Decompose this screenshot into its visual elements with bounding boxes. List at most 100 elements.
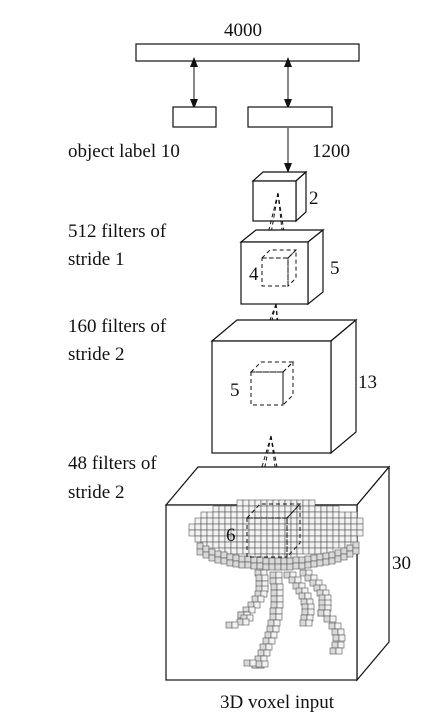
voxel xyxy=(304,555,312,563)
voxel xyxy=(272,541,280,549)
voxel xyxy=(200,529,208,537)
voxel xyxy=(260,499,268,507)
voxel xyxy=(253,601,261,609)
voxel xyxy=(266,517,274,525)
voxel xyxy=(275,613,283,621)
voxel xyxy=(254,541,262,549)
voxel xyxy=(284,523,292,531)
voxel xyxy=(320,511,328,519)
voxel xyxy=(286,563,294,571)
voxel xyxy=(225,621,233,629)
voxel xyxy=(326,535,334,543)
voxel xyxy=(275,571,283,579)
voxel xyxy=(236,511,244,519)
voxel xyxy=(314,523,322,531)
voxel xyxy=(256,562,264,570)
voxel xyxy=(308,505,316,513)
voxel xyxy=(350,535,358,543)
voxel xyxy=(265,643,273,651)
voxel xyxy=(268,557,276,565)
voxel xyxy=(320,517,328,525)
voxel xyxy=(238,561,246,569)
voxel xyxy=(332,505,340,513)
voxel xyxy=(260,541,268,549)
voxel xyxy=(255,660,263,668)
voxel xyxy=(260,547,268,555)
voxel xyxy=(218,517,226,525)
voxel xyxy=(257,649,265,657)
voxel xyxy=(254,535,262,543)
voxel xyxy=(272,499,280,507)
voxel xyxy=(314,535,322,543)
voxel xyxy=(284,535,292,543)
voxel xyxy=(262,563,270,571)
voxel xyxy=(314,517,322,525)
voxel xyxy=(278,535,286,543)
voxel xyxy=(254,499,262,507)
voxel xyxy=(350,529,358,537)
voxel xyxy=(206,517,214,525)
voxel xyxy=(212,541,220,549)
voxel xyxy=(260,517,268,525)
voxel xyxy=(302,505,310,513)
voxel xyxy=(302,511,310,519)
voxel xyxy=(326,511,334,519)
voxel xyxy=(284,517,292,525)
voxel xyxy=(307,608,315,616)
voxel xyxy=(269,607,277,615)
voxel xyxy=(264,631,272,639)
voxel xyxy=(308,547,316,555)
voxel xyxy=(250,562,258,570)
voxel xyxy=(248,529,256,537)
voxel xyxy=(344,535,352,543)
voxel xyxy=(308,541,316,549)
voxel xyxy=(248,499,256,507)
voxel xyxy=(266,625,274,633)
voxel xyxy=(334,549,342,557)
voxel xyxy=(196,548,204,556)
voxel xyxy=(317,609,325,617)
voxel xyxy=(212,523,220,531)
voxel xyxy=(302,517,310,525)
voxel xyxy=(236,523,244,531)
voxel xyxy=(329,647,337,655)
voxel xyxy=(224,517,232,525)
voxel xyxy=(266,511,274,519)
voxel xyxy=(332,511,340,519)
voxel xyxy=(344,517,352,525)
voxel xyxy=(218,505,226,513)
voxel xyxy=(302,499,310,507)
voxel xyxy=(254,547,262,555)
voxel xyxy=(257,595,265,603)
voxel xyxy=(308,517,316,525)
layer2-kernel-label: 5 xyxy=(230,380,240,401)
voxel xyxy=(276,583,284,591)
voxel xyxy=(266,505,274,513)
voxel xyxy=(290,529,298,537)
voxel xyxy=(332,517,340,525)
voxel xyxy=(262,557,270,565)
voxel xyxy=(344,529,352,537)
voxel xyxy=(314,529,322,537)
cube-layer1 xyxy=(239,228,325,306)
fc-1200-box xyxy=(247,106,333,128)
voxel xyxy=(302,523,310,531)
voxel xyxy=(310,554,318,562)
voxel xyxy=(302,529,310,537)
voxel xyxy=(274,557,282,565)
voxel xyxy=(269,613,277,621)
voxel xyxy=(290,535,298,543)
voxel xyxy=(272,625,280,633)
voxel xyxy=(338,535,346,543)
voxel xyxy=(266,523,274,531)
fc-1200-label: 1200 xyxy=(312,141,350,162)
voxel xyxy=(266,547,274,555)
voxel xyxy=(308,499,316,507)
voxel xyxy=(320,523,328,531)
voxel xyxy=(238,555,246,563)
voxel xyxy=(248,547,256,555)
voxel xyxy=(332,634,340,642)
voxel xyxy=(242,535,250,543)
layer2-output-label: 13 xyxy=(358,372,377,393)
voxel xyxy=(260,511,268,519)
